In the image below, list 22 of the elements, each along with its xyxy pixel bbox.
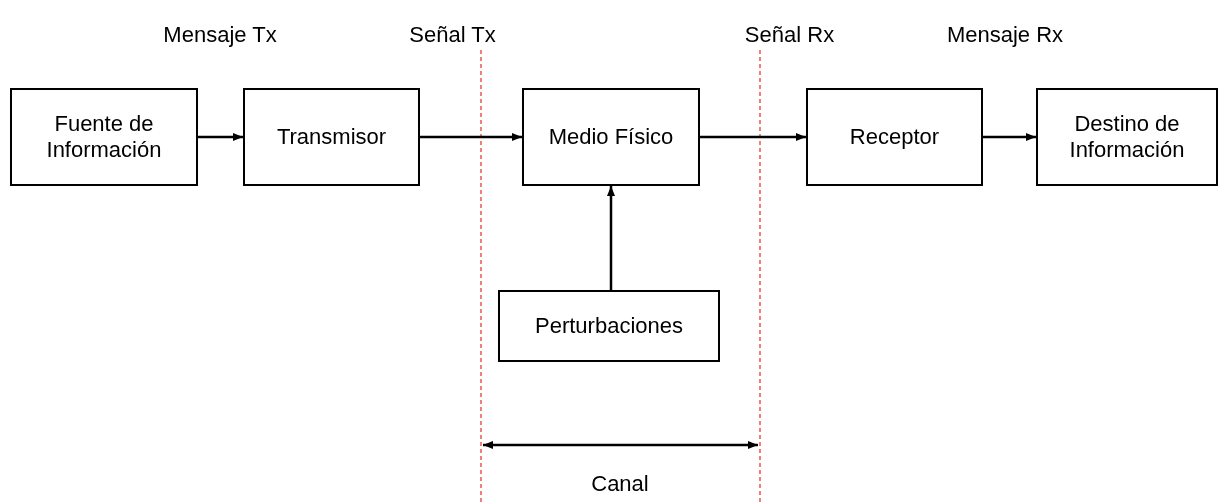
arrow	[420, 133, 522, 141]
process-box	[522, 88, 700, 186]
box-label: Destino de Información	[1068, 111, 1186, 163]
arrow	[700, 133, 806, 141]
process-box	[498, 290, 720, 362]
signal-label: Mensaje Rx	[945, 21, 1065, 49]
arrow	[198, 133, 243, 141]
box-label: Medio Físico	[548, 124, 674, 150]
signal-label: Mensaje Tx	[162, 21, 278, 49]
process-box	[806, 88, 983, 186]
box-label: Fuente de Información	[45, 111, 163, 163]
box-label: Receptor	[849, 124, 940, 150]
process-box	[1036, 88, 1218, 186]
process-box	[243, 88, 420, 186]
process-box	[10, 88, 198, 186]
arrow	[607, 186, 615, 290]
box-label: Transmisor	[276, 124, 387, 150]
dimension-label: Canal	[590, 470, 650, 498]
signal-label: Señal Tx	[408, 21, 497, 49]
arrow	[983, 133, 1036, 141]
signal-label: Señal Rx	[743, 21, 836, 49]
box-label: Perturbaciones	[535, 313, 683, 339]
